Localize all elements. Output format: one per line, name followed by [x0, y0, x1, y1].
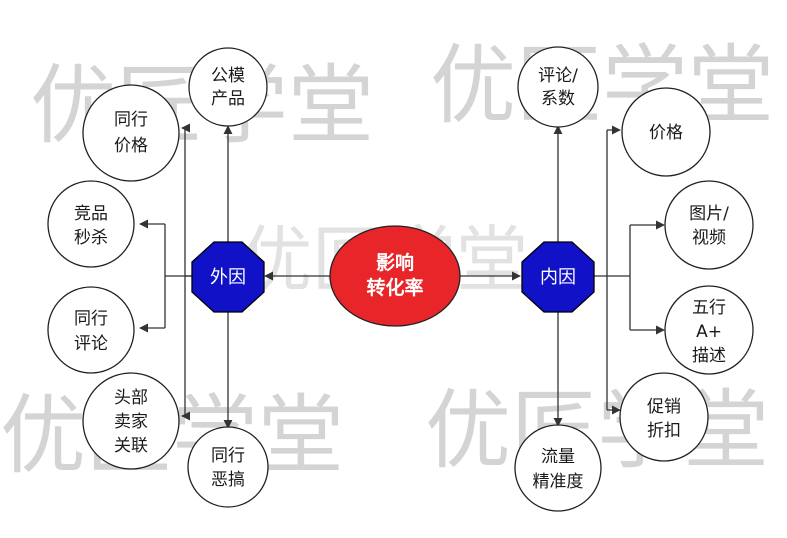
external-factors-hub: 外因 — [191, 241, 265, 313]
node-peer-price: 同行 价格 — [82, 84, 180, 182]
center-label-line2: 转化率 — [366, 276, 423, 299]
node-five-line-desc: 五行 A+ 描述 — [664, 285, 754, 375]
node-label: 评论/ — [538, 66, 578, 86]
node-images-video: 图片/ 视频 — [664, 180, 754, 270]
node-label: 精准度 — [533, 472, 584, 492]
node-price: 价格 — [621, 87, 711, 177]
center-node: 影响 转化率 — [329, 225, 461, 327]
node-peer-sabotage: 同行 恶搞 — [187, 426, 269, 508]
node-label: 秒杀 — [74, 228, 108, 248]
node-promo-discount: 促销 折扣 — [619, 372, 709, 462]
node-peer-reviews: 同行 评论 — [47, 286, 135, 374]
node-label: 头部 — [114, 388, 148, 408]
internal-factors-hub: 内因 — [521, 241, 595, 313]
node-label: 公模 — [211, 66, 245, 86]
node-label: 同行 — [74, 309, 108, 329]
external-hub-label: 外因 — [210, 267, 246, 288]
node-review-score: 评论/ 系数 — [517, 46, 599, 128]
node-label: 图片/ — [689, 204, 729, 224]
node-label: 流量 — [541, 447, 575, 467]
node-label: 系数 — [541, 89, 575, 109]
node-competitor-flash: 竞品 秒杀 — [47, 180, 135, 268]
node-label: 同行 — [211, 446, 245, 466]
node-traffic-precision: 流量 精准度 — [514, 424, 602, 512]
node-label: 折扣 — [647, 421, 681, 441]
node-label: 恶搞 — [211, 470, 245, 490]
node-label: 视频 — [692, 228, 726, 248]
node-label: 竞品 — [74, 204, 108, 224]
node-label: 卖家 — [114, 412, 148, 432]
node-public-mold: 公模 产品 — [188, 47, 268, 127]
node-label: A+ — [696, 322, 722, 342]
node-label: 五行 — [692, 298, 726, 318]
node-label: 描述 — [692, 346, 726, 366]
node-label: 关联 — [114, 436, 148, 456]
node-label: 价格 — [649, 123, 683, 143]
node-label: 同行 — [114, 110, 148, 130]
node-label: 产品 — [211, 89, 245, 109]
center-label-line1: 影响 — [376, 251, 414, 274]
node-label: 评论 — [74, 334, 108, 354]
node-label: 价格 — [114, 136, 148, 156]
internal-hub-label: 内因 — [540, 267, 576, 288]
node-top-seller-link: 头部 卖家 关联 — [82, 372, 180, 470]
node-label: 促销 — [647, 397, 681, 417]
watermark-top-right: 优匠学堂 — [430, 36, 774, 136]
